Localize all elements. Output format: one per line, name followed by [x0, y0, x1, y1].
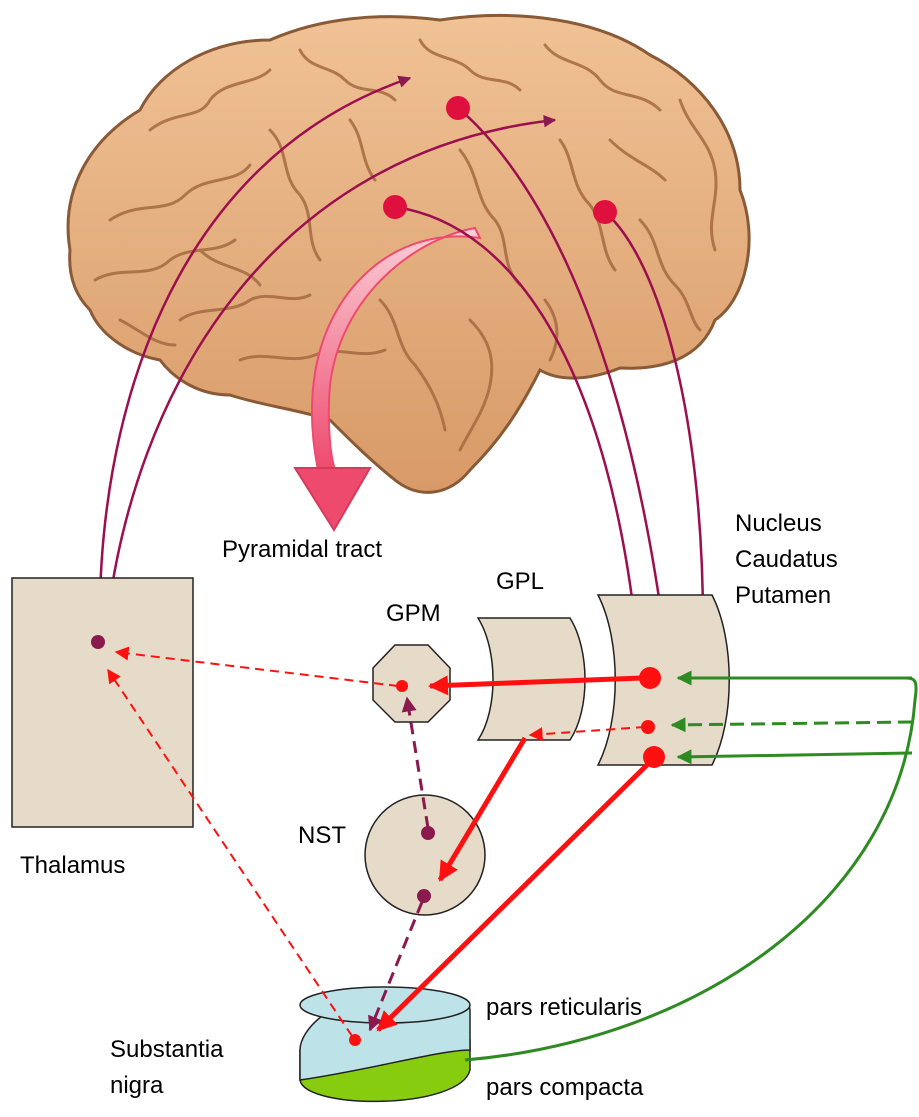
nst-label: NST	[298, 822, 346, 850]
pyramidal-tract-label: Pyramidal tract	[222, 536, 382, 564]
putamen-label: Putamen	[735, 582, 831, 610]
nst-neuron-top	[421, 826, 435, 840]
striatum-neuron-large-top	[639, 667, 661, 689]
gpl-label: GPL	[496, 568, 544, 596]
thalamus-label: Thalamus	[20, 852, 125, 880]
thalamus-neuron	[91, 635, 105, 649]
caudatus-label: Caudatus	[735, 546, 838, 574]
pars-compacta-label: pars compacta	[486, 1074, 643, 1102]
nucleus-label: Nucleus	[735, 510, 822, 538]
cortical-neuron-2	[383, 195, 407, 219]
cortical-neuron-1	[446, 96, 470, 120]
pars-reticularis-label: pars reticularis	[486, 994, 642, 1022]
cortical-neuron-3	[593, 200, 617, 224]
nigra-label: nigra	[110, 1072, 163, 1100]
gpm-label: GPM	[386, 600, 441, 628]
substantia-label: Substantia	[110, 1036, 223, 1064]
thalamus-box	[12, 578, 193, 827]
nst-neuron-bottom	[417, 889, 431, 903]
substantia-nigra-disk	[300, 987, 470, 1101]
